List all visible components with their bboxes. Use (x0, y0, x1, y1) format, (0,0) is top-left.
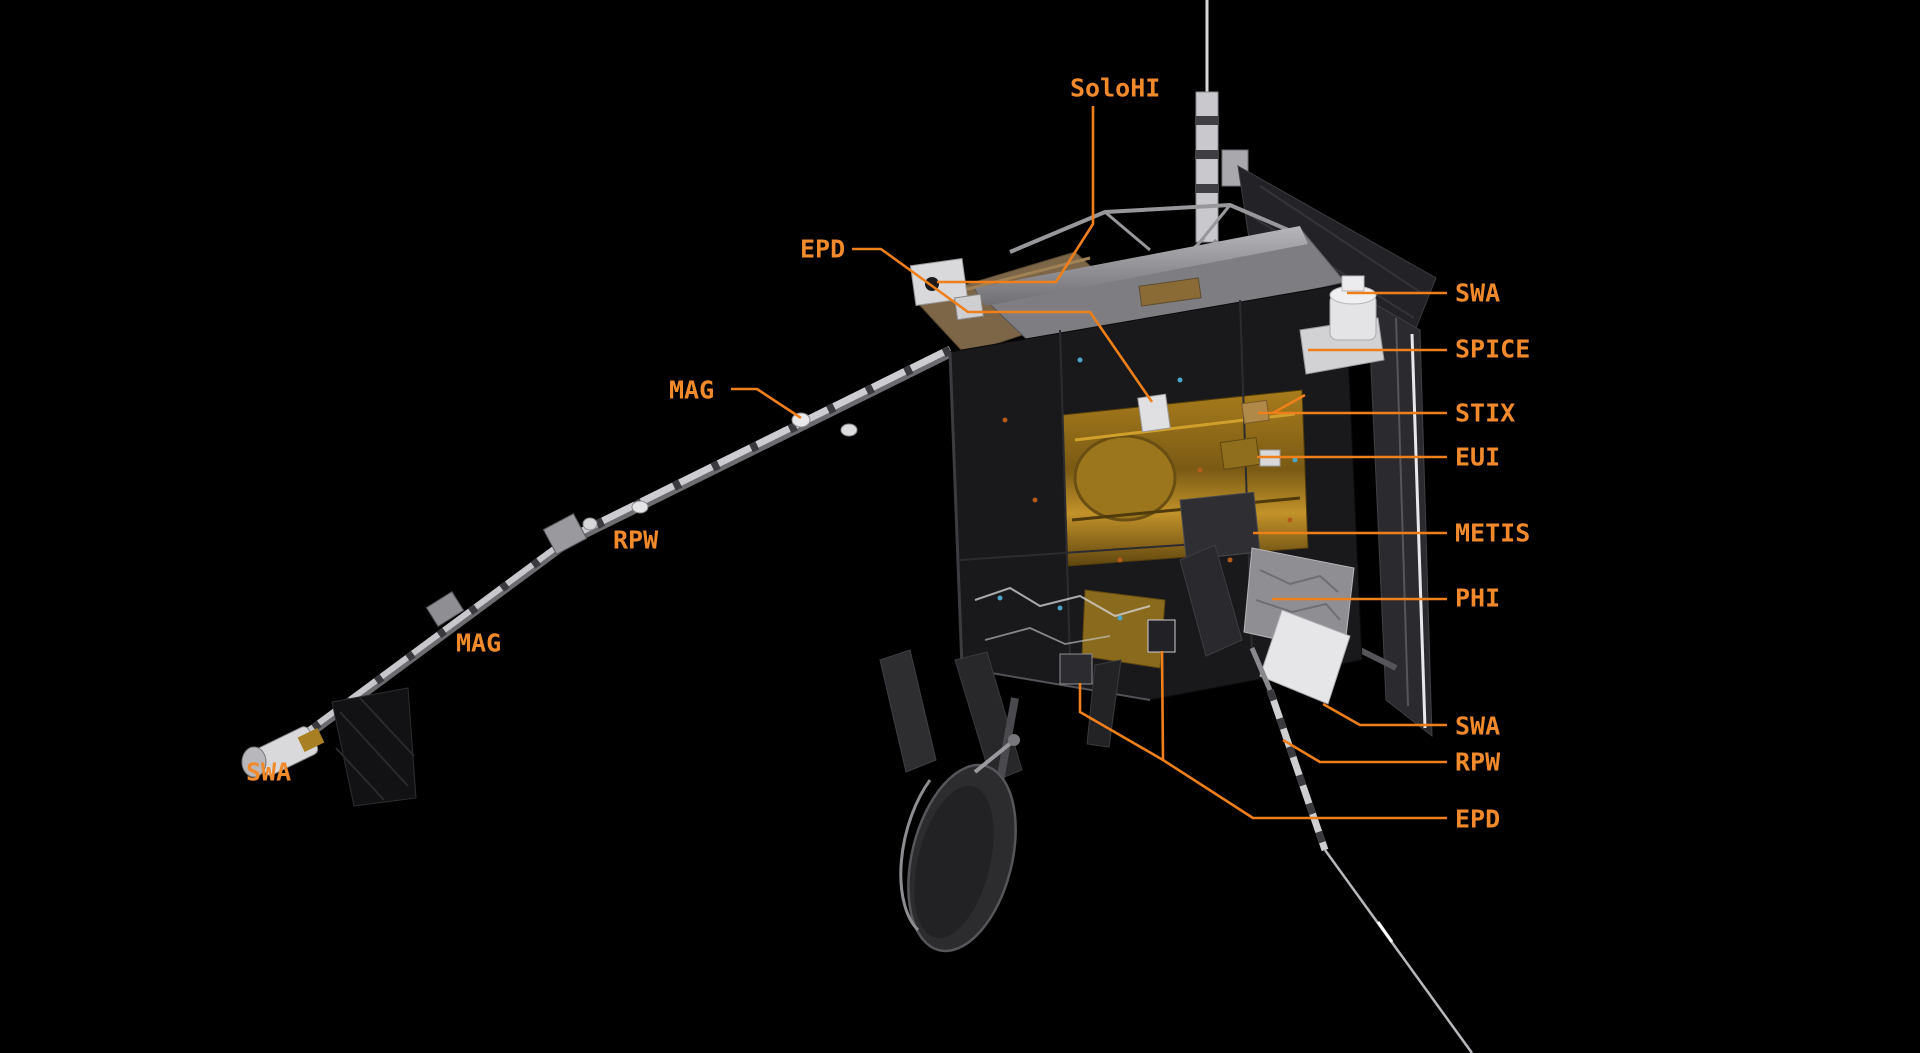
solar-array (1237, 165, 1437, 738)
metis-instrument (1179, 491, 1261, 561)
leader-line-stix (1272, 393, 1306, 415)
top-mast-antenna (1156, 0, 1265, 286)
leader-line-epd-bottom (1160, 650, 1447, 820)
swa-pas-instrument (241, 687, 417, 807)
instrument-boom (241, 345, 953, 807)
leader-line-mag-upper (731, 387, 802, 420)
leader-line-rpw-bottom (1282, 738, 1447, 764)
leader-line-solohi (937, 106, 1095, 284)
harness-clips (997, 357, 1298, 621)
stix-instrument (1241, 399, 1270, 425)
leader-line-swa-bottom (1322, 702, 1447, 727)
high-gain-antenna (899, 697, 1020, 953)
panel-rivets (1002, 417, 1293, 563)
swa-his-instrument (1299, 275, 1385, 375)
leader-line-epd-top (852, 247, 1154, 403)
spacecraft-body (879, 202, 1385, 783)
leader-line-epd-bottom (1078, 683, 1164, 762)
rpw-antenna (1249, 647, 1474, 1053)
swa-mount-panel (1259, 609, 1351, 705)
epd-sensors (954, 293, 1176, 685)
